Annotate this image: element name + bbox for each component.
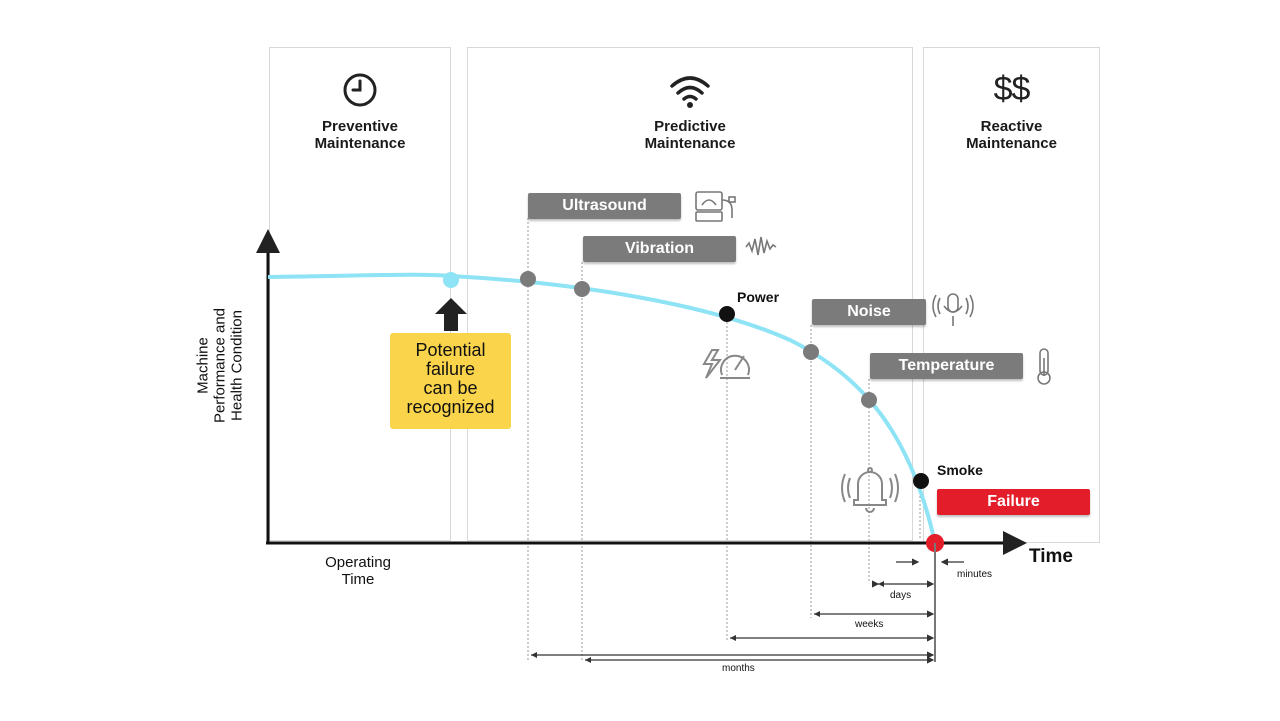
panel-title-line: Reactive [980, 118, 1043, 135]
thermometer-icon [1037, 348, 1051, 385]
ultrasound-point [520, 271, 536, 287]
months-label: months [722, 663, 755, 674]
failure-tag: Failure [937, 489, 1090, 515]
predictive-maintenance-panel: Predictive Maintenance [467, 47, 913, 541]
power-point [719, 306, 735, 322]
callout-line: recognized [406, 397, 495, 417]
y-axis-label-line: Machine [194, 337, 212, 394]
x-axis-start-line: Operating [325, 554, 391, 571]
power-gauge-icon [702, 349, 750, 379]
vibration-tag: Vibration [583, 236, 736, 262]
degradation-curve [267, 272, 937, 544]
reactive-maintenance-panel: $$ Reactive Maintenance [923, 47, 1100, 543]
vibration-point [574, 281, 590, 297]
potential-failure-point [443, 272, 459, 288]
panel-title-line: Predictive [654, 118, 726, 135]
dollar-icon: $$ [993, 70, 1031, 108]
wifi-icon [670, 76, 710, 108]
panel-title: Reactive Maintenance [924, 118, 1099, 152]
noise-point [803, 344, 819, 360]
preventive-maintenance-panel: Preventive Maintenance [269, 47, 451, 541]
ultrasound-device-icon [695, 191, 736, 222]
up-arrow-icon [435, 298, 467, 331]
weeks-label: weeks [855, 619, 884, 630]
y-axis-label-line: Health Condition [228, 310, 246, 421]
days-label: days [890, 590, 912, 601]
panel-title: Predictive Maintenance [468, 118, 912, 152]
panel-title-line: Maintenance [314, 135, 406, 152]
panel-title-line: Maintenance [966, 135, 1057, 152]
callout-line: failure [425, 359, 476, 379]
smoke-label: Smoke [937, 462, 983, 478]
x-axis-start-line: Time [341, 571, 375, 588]
clock-icon [343, 73, 377, 107]
vibration-wave-icon [745, 236, 777, 256]
y-axis-label-line: Performance and [211, 307, 229, 424]
minutes-label: minutes [957, 569, 993, 580]
y-axis-label: Machine Performance and Health Condition [195, 276, 246, 456]
noise-tag: Noise [812, 299, 926, 325]
interval-arrows [531, 558, 964, 664]
panel-title: Preventive Maintenance [270, 118, 450, 152]
x-axis-start-label: Operating Time [308, 554, 408, 588]
power-label: Power [737, 289, 780, 305]
temperature-tag: Temperature [870, 353, 1023, 379]
alarm-bell-icon [841, 467, 899, 513]
microphone-icon [932, 293, 974, 326]
potential-failure-callout: Potential failure can be recognized [390, 333, 511, 429]
temperature-point [861, 392, 877, 408]
ultrasound-tag: Ultrasound [528, 193, 681, 219]
smoke-point [913, 473, 929, 489]
callout-line: Potential [415, 340, 486, 360]
panel-title-line: Preventive [322, 118, 398, 135]
x-axis-label: Time [1029, 546, 1074, 567]
callout-line: can be [423, 378, 478, 398]
panel-title-line: Maintenance [644, 135, 736, 152]
